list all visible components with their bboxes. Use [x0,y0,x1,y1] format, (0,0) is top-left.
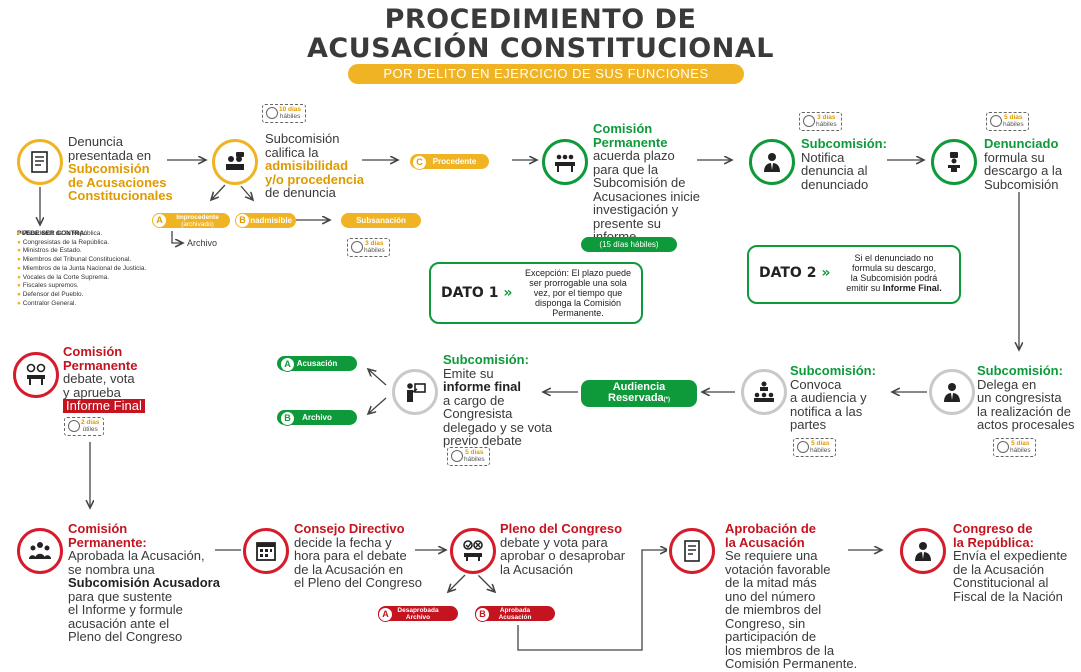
option-subsanacion: Subsanación [341,213,421,228]
calendar-icon [243,528,289,574]
badge-a-red: A [378,607,393,622]
document-icon [17,139,63,185]
option-archivo: Archivo [277,410,357,425]
page-title-line1: PROCEDIMIENTO DE [384,4,697,35]
plazo-15-dias-pill: (15 días hábiles) [581,237,677,252]
person-delegate-icon [929,369,975,415]
badge-b: B [235,213,250,228]
badge-b-red: B [475,607,490,622]
person-official-icon [900,528,946,574]
group-icon [17,528,63,574]
commission-table-icon [542,139,588,185]
meeting-icon [212,139,258,185]
presenter-icon [392,369,438,415]
option-improcedente: Improcedente(archivado) [155,213,230,228]
page-title-line2: ACUSACIÓN CONSTITUCIONAL [307,33,774,64]
archivo-label: Archivo [187,238,218,248]
vote-icon [13,352,59,398]
badge-c: C [412,155,427,170]
option-inadmisible: Inadmisible [238,213,296,228]
audiencia-reservada-pill: Audiencia Reservada(*) [581,380,697,407]
badge-a: A [152,213,167,228]
podium-speaker-icon [931,139,977,185]
subtitle-banner: POR DELITO EN EJERCICIO DE SUS FUNCIONES [348,64,744,84]
option-procedente: Procedente [410,154,489,169]
option-acusacion: Acusación [277,356,357,371]
audience-icon [741,369,787,415]
person-suit-icon [749,139,795,185]
puede-ser-contra-list: PUEDE SER CONTRA: ● Presidente de la Rep… [17,230,147,307]
badge-b-green: B [280,411,295,426]
badge-a-green: A [280,357,295,372]
document-approve-icon [669,528,715,574]
plenary-vote-icon [450,528,496,574]
